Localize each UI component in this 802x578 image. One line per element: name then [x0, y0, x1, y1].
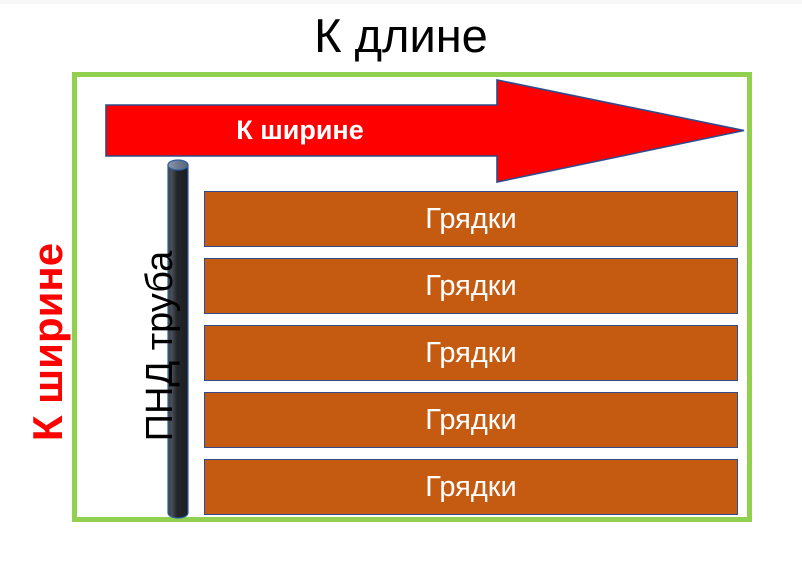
- garden-bed-row: Грядки: [204, 258, 738, 314]
- plot-width-label: К ширине: [24, 242, 71, 442]
- garden-bed-row: Грядки: [204, 191, 738, 247]
- garden-bed-row: Грядки: [204, 392, 738, 448]
- pipe-cylinder-icon: [167, 158, 189, 520]
- pipe-label: ПНД труба: [139, 250, 181, 442]
- garden-beds-group: Грядки Грядки Грядки Грядки Грядки: [204, 191, 738, 520]
- top-strip: [0, 0, 802, 4]
- plot-length-label: К длине: [314, 9, 488, 62]
- right-arrow-icon: [105, 78, 745, 184]
- garden-bed-row: Грядки: [204, 459, 738, 515]
- garden-bed-row: Грядки: [204, 325, 738, 381]
- arrow-label: К ширине: [236, 115, 364, 145]
